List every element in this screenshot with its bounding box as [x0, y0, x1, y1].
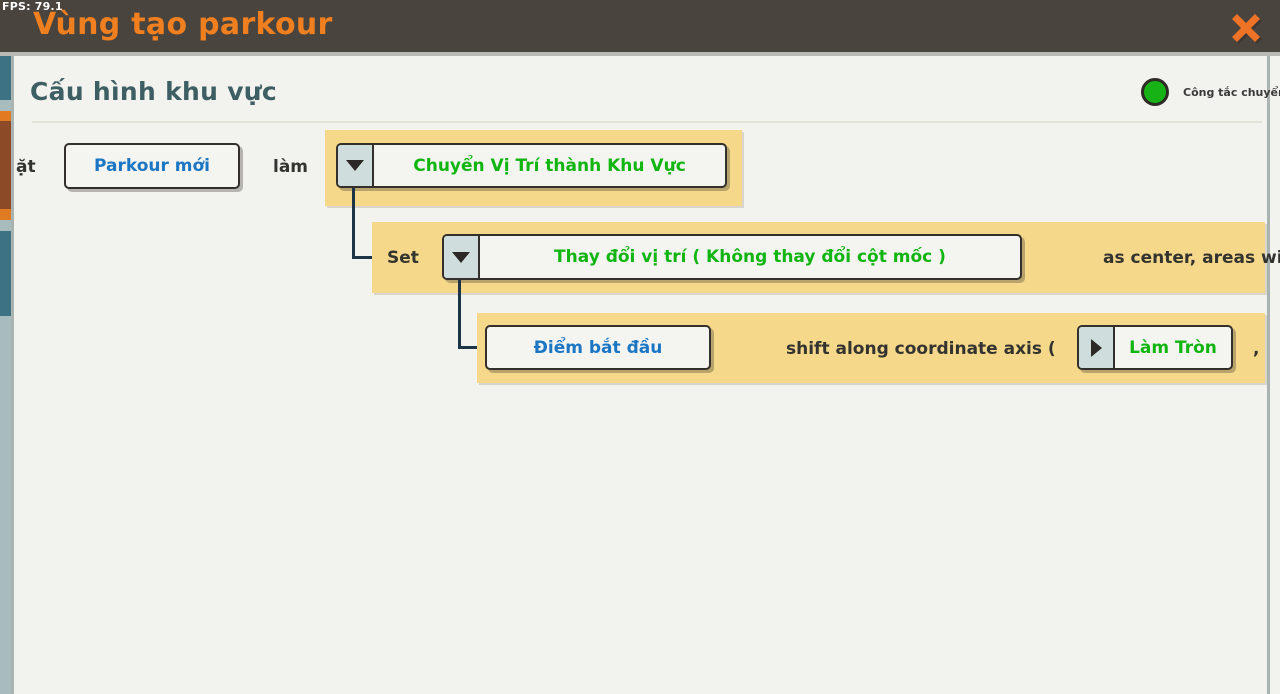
strip-segment: [0, 111, 11, 121]
chevron-right-icon[interactable]: [1079, 327, 1115, 368]
strip-segment: [0, 100, 11, 111]
strip-segment: [0, 121, 11, 209]
window-title: Vùng tạo parkour: [33, 7, 333, 42]
toggle-switch-indicator[interactable]: [1141, 78, 1169, 106]
chevron-down-glyph: [346, 160, 364, 171]
chevron-down-icon[interactable]: [338, 145, 374, 186]
strip-segment: [0, 209, 11, 220]
strip-border: [11, 56, 14, 694]
node-round[interactable]: Làm Tròn: [1077, 325, 1233, 370]
do-label: làm: [273, 157, 309, 177]
connector-vertical-2: [458, 280, 461, 348]
row-3-axis-text: shift along coordinate axis (: [786, 339, 1056, 359]
connector-horizontal-1: [352, 256, 374, 259]
start-point-button-label: Điểm bắt đầu: [533, 337, 663, 358]
toggle-switch-label: Công tắc chuyển đổi: [1183, 86, 1280, 99]
node-round-label: Làm Tròn: [1129, 337, 1217, 358]
clipped-prefix-label: ặt: [16, 157, 36, 177]
dropdown-value: Thay đổi vị trí ( Không thay đổi cột mốc…: [554, 247, 946, 267]
header-divider: [32, 121, 1262, 123]
dropdown-value-wrap: Chuyển Vị Trí thành Khu Vực: [374, 145, 725, 186]
window-title-bar: FPS: 79.1 Vùng tạo parkour: [0, 0, 1280, 56]
left-edge-strip: [0, 56, 14, 694]
node-round-value-wrap: Làm Tròn: [1115, 327, 1231, 368]
row-3-trailing-comma: ,: [1253, 339, 1260, 359]
set-label: Set: [387, 248, 419, 268]
dropdown-convert-position-to-area[interactable]: Chuyển Vị Trí thành Khu Vực: [336, 143, 727, 188]
dropdown-value: Chuyển Vị Trí thành Khu Vực: [413, 155, 686, 176]
strip-segment: [0, 231, 11, 316]
start-point-button[interactable]: Điểm bắt đầu: [485, 325, 711, 370]
dropdown-value-wrap: Thay đổi vị trí ( Không thay đổi cột mốc…: [480, 236, 1020, 278]
strip-segment: [0, 316, 11, 694]
connector-horizontal-2: [458, 346, 482, 349]
chevron-down-glyph: [452, 251, 470, 263]
page-title: Cấu hình khu vực: [30, 77, 278, 106]
dropdown-change-position[interactable]: Thay đổi vị trí ( Không thay đổi cột mốc…: [442, 234, 1022, 280]
new-parkour-button-label: Parkour mới: [93, 156, 210, 176]
close-icon[interactable]: [1224, 6, 1268, 50]
panel-right-border: [1267, 56, 1270, 694]
row-2-suffix-text: as center, areas with: [1103, 248, 1280, 268]
titlebar-bottom-edge: [0, 52, 1280, 56]
fps-counter: FPS: 79.1: [2, 0, 63, 13]
strip-segment: [0, 220, 11, 231]
new-parkour-button[interactable]: Parkour mới: [64, 143, 240, 189]
chevron-down-icon[interactable]: [444, 236, 480, 278]
strip-segment: [0, 56, 11, 100]
connector-vertical-1: [352, 188, 355, 258]
chevron-right-glyph: [1090, 338, 1102, 357]
